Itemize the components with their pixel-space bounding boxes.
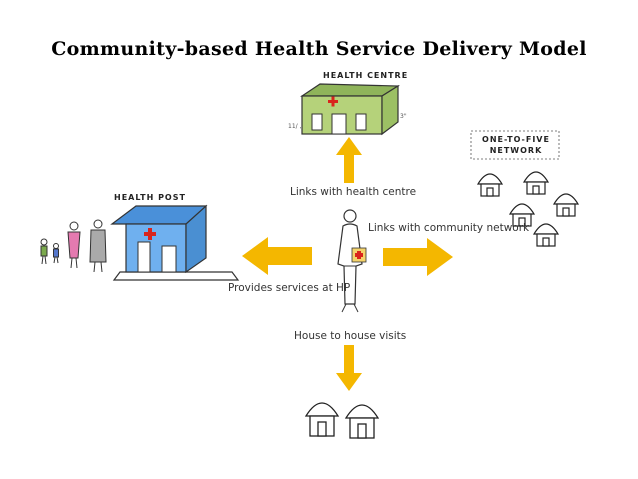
person-icon: [89, 219, 107, 273]
link-house-visits-text: House to house visits: [294, 330, 407, 342]
person-icon: [40, 238, 48, 265]
health-post-building: [110, 204, 240, 281]
visited-houses: [304, 402, 380, 439]
health-worker-figure: [337, 209, 367, 313]
arrow-right-icon: [383, 238, 453, 276]
diagram-title: Community-based Health Service Delivery …: [51, 38, 587, 60]
hut-icon: [344, 404, 380, 439]
link-community-network-text: Links with community network: [368, 222, 530, 234]
network-label-box: [470, 130, 560, 160]
arrow-down-icon: [336, 345, 362, 391]
health-post-label: HEALTH POST: [114, 193, 186, 202]
arrow-left-icon: [242, 237, 312, 275]
person-icon: [53, 243, 59, 264]
community-houses: [476, 171, 580, 247]
hut-icon: [522, 171, 550, 195]
hut-icon: [508, 203, 536, 227]
person-icon: [67, 221, 81, 269]
link-health-centre-text: Links with health centre: [290, 186, 417, 198]
health-centre-building: 11/ , 3": [288, 83, 407, 136]
link-health-post-text: Provides services at HP: [228, 282, 351, 294]
people-group: [40, 219, 107, 273]
arrow-up-icon: [336, 137, 362, 183]
hut-icon: [476, 173, 504, 197]
network-label: ONE-TO-FIVE NETWORK: [482, 135, 550, 155]
svg-text:11/ ,: 11/ ,: [288, 123, 302, 130]
hut-icon: [552, 193, 580, 217]
health-centre-label: HEALTH CENTRE: [323, 71, 409, 80]
hut-icon: [304, 402, 340, 437]
svg-text:3": 3": [400, 113, 407, 120]
hut-icon: [532, 223, 560, 247]
